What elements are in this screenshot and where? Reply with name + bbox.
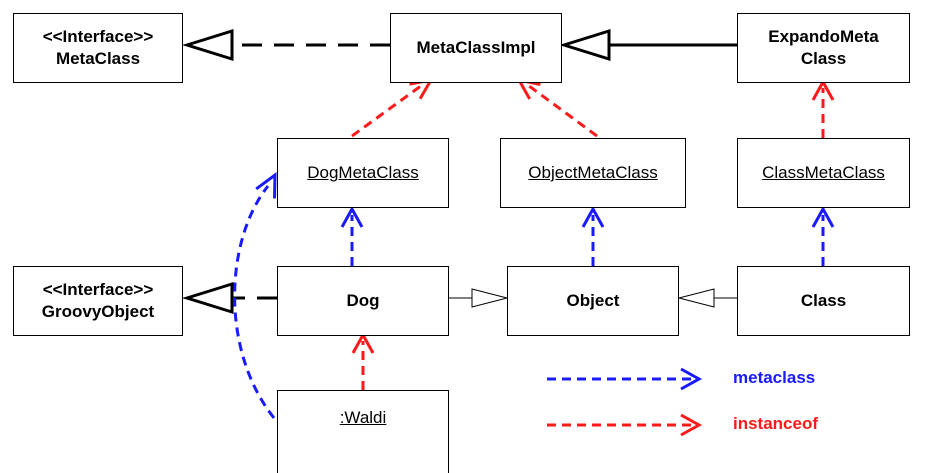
node-dogmetaclass: DogMetaClass xyxy=(277,138,449,208)
metaclass-dog-to-dogmetaclass xyxy=(340,205,364,266)
node-waldi: :Waldi xyxy=(277,390,449,473)
generalization-object-triangle-right xyxy=(678,288,715,308)
instance-name: ClassMetaClass xyxy=(762,163,885,182)
generalization-metaclassimpl-triangle xyxy=(558,28,611,62)
instance-name: :Waldi xyxy=(339,408,387,427)
class-name-line2: Class xyxy=(800,49,847,68)
realization-groovyobject-triangle xyxy=(181,281,234,315)
node-classmetaclass: ClassMetaClass xyxy=(737,138,910,208)
metaclass-waldi-to-dogmetaclass xyxy=(233,171,277,419)
stereotype-label: <<Interface>> xyxy=(42,27,154,46)
instanceof-classmetaclass-to-expando xyxy=(811,78,835,138)
instanceof-dogmetaclass-to-metaclassimpl xyxy=(351,77,434,138)
class-name: GroovyObject xyxy=(41,302,155,321)
instanceof-objectmetaclass-to-metaclassimpl xyxy=(516,77,598,138)
class-name: Dog xyxy=(346,291,380,310)
realization-metaclass-triangle xyxy=(181,28,234,62)
class-name: Object xyxy=(566,291,620,310)
node-objectmetaclass: ObjectMetaClass xyxy=(500,138,686,208)
node-class: Class xyxy=(737,266,910,336)
metaclass-class-to-classmetaclass xyxy=(811,205,835,266)
class-name: MetaClassImpl xyxy=(416,38,536,57)
node-expandometaclass: ExpandoMeta Class xyxy=(737,13,910,83)
node-dog: Dog xyxy=(277,266,449,336)
legend-metaclass-line xyxy=(547,367,703,391)
node-metaclassimpl: MetaClassImpl xyxy=(390,13,562,83)
instanceof-waldi-to-dog xyxy=(351,331,375,390)
legend-instanceof-label: instanceof xyxy=(733,414,819,433)
stereotype-label: <<Interface>> xyxy=(42,280,154,299)
class-name: Class xyxy=(800,291,847,310)
instance-name: DogMetaClass xyxy=(307,163,419,182)
metaclass-object-to-objectmetaclass xyxy=(581,205,605,266)
instance-name: ObjectMetaClass xyxy=(528,163,658,182)
node-groovyobject-interface: <<Interface>> GroovyObject xyxy=(13,266,183,336)
legend-metaclass-label: metaclass xyxy=(733,368,816,387)
class-name-line1: ExpandoMeta xyxy=(768,27,879,46)
node-metaclass-interface: <<Interface>> MetaClass xyxy=(13,13,183,83)
node-object: Object xyxy=(507,266,679,336)
class-name: MetaClass xyxy=(55,49,141,68)
generalization-object-triangle-left xyxy=(471,288,508,308)
legend-instanceof-line xyxy=(547,413,703,437)
